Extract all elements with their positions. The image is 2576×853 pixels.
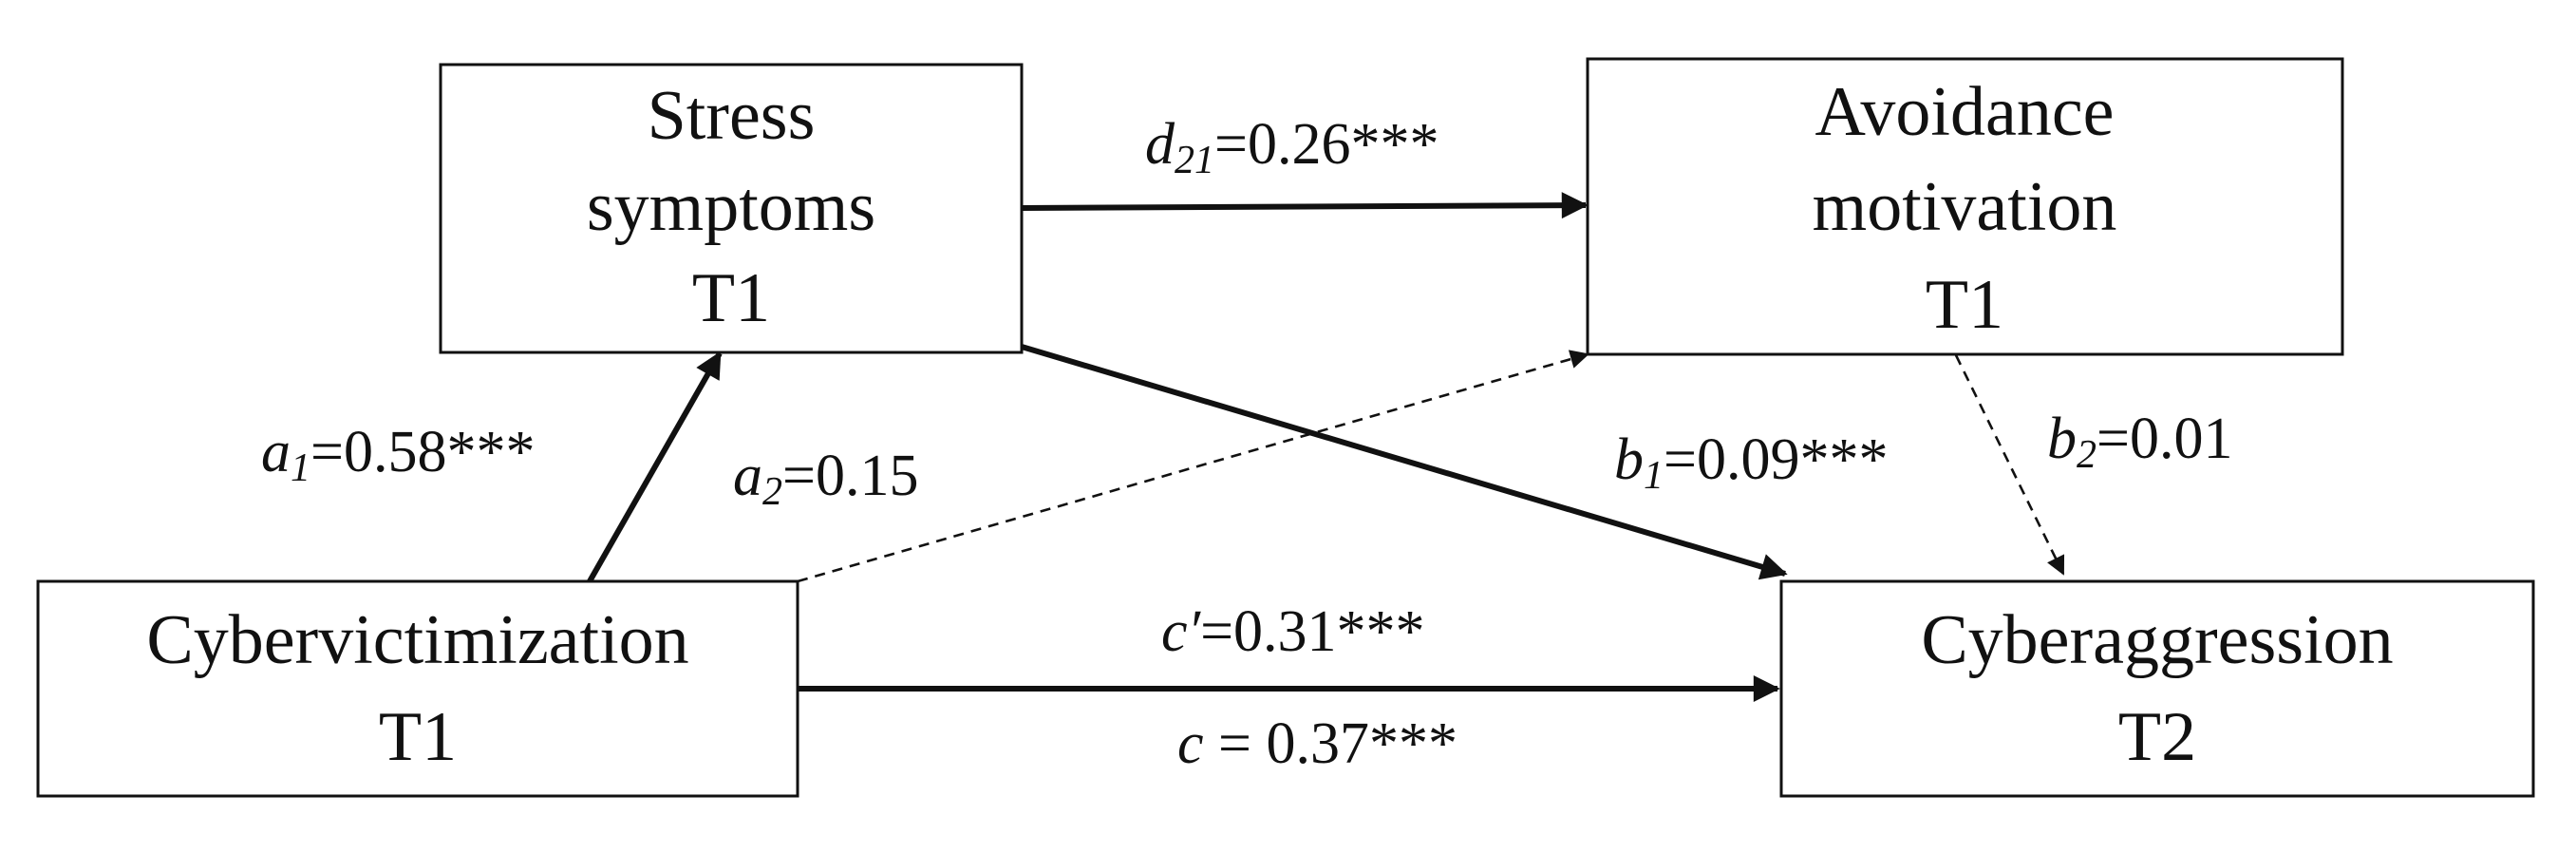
label-a2-value: =0.15 [782,444,918,508]
label-a2: a2=0.15 [733,444,918,514]
label-c-total-value: = 0.37*** [1204,711,1457,776]
node-cyberaggression-line1: Cyberaggression [1921,601,2393,679]
label-b2-symbol: b [2047,407,2077,471]
label-b2-subscript: 2 [2077,433,2097,477]
node-avoidance-line1: Avoidance [1814,73,2114,151]
label-c-prime-value: =0.31*** [1200,599,1424,664]
node-avoidance-line3: T1 [1926,266,2003,344]
path-a1-arrow [587,351,723,583]
node-cyberaggression: Cyberaggression T2 [1779,579,2535,798]
label-d21-symbol: d [1145,112,1175,177]
label-b1-symbol: b [1614,427,1644,492]
label-c-total-symbol: c [1177,711,1204,776]
label-c-prime: c′=0.31*** [1161,599,1425,664]
label-b1-value: =0.09*** [1664,427,1888,492]
label-b1-subscript: 1 [1644,454,1664,498]
label-b2: b2=0.01 [2047,407,2232,477]
node-avoidance-line2: motivation [1813,168,2117,246]
path-d21-arrow [1021,192,1589,219]
label-d21-value: =0.26*** [1214,112,1438,177]
node-cybervictimization-line2: T1 [379,698,457,776]
label-c-prime-symbol: c′ [1161,599,1202,664]
label-a1-subscript: 1 [291,446,310,490]
path-b2-arrow [1954,354,2065,576]
label-a2-subscript: 2 [762,470,782,514]
node-stress-line2: symptoms [587,168,875,246]
path-b1-arrow [1021,344,1788,580]
label-a1-value: =0.58*** [310,420,535,484]
label-d21: d21=0.26*** [1145,112,1438,182]
node-stress-symptoms: Stress symptoms T1 [439,63,1024,354]
label-a2-symbol: a [733,444,762,508]
label-a1-symbol: a [261,420,291,484]
label-d21-subscript: 21 [1175,139,1214,182]
node-avoidance-motivation: Avoidance motivation T1 [1586,57,2344,356]
node-cybervictimization: Cybervictimization T1 [36,579,799,798]
label-b2-value: =0.01 [2097,407,2232,471]
node-cybervictimization-line1: Cybervictimization [146,601,688,679]
label-b1: b1=0.09*** [1614,427,1888,498]
node-stress-line3: T1 [692,259,770,337]
label-c-total: c = 0.37*** [1177,711,1457,776]
node-cyberaggression-line2: T2 [2118,698,2196,776]
node-stress-line1: Stress [648,77,816,155]
label-a1: a1=0.58*** [261,420,535,490]
